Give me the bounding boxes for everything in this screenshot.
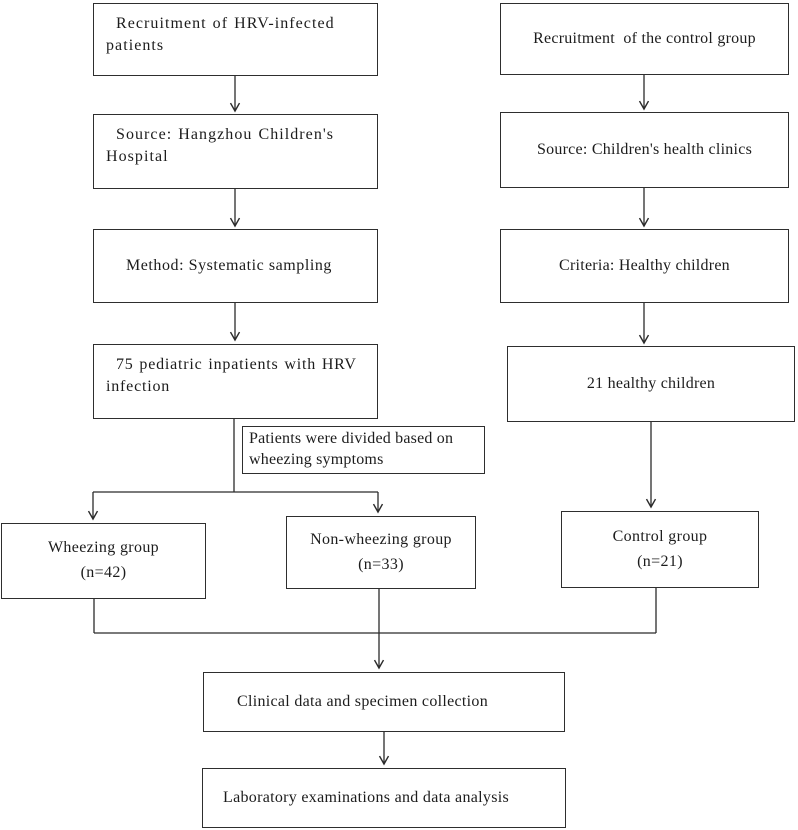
non-wheezing-group-label: Non-wheezing group (310, 530, 452, 548)
box-source-hangzhou-hospital: Source: Hangzhou Children's Hospital (93, 114, 378, 189)
wheezing-group-label: Wheezing group (47, 539, 160, 557)
box-recruitment-hrv-patients: Recruitment of HRV-infected patients (93, 3, 378, 76)
box-split-note: Patients were divided based on wheezing … (242, 426, 485, 474)
box-method-systematic-sampling: Method: Systematic sampling (93, 229, 378, 303)
box-non-wheezing-group: Non-wheezing group (n=33) (286, 516, 476, 589)
non-wheezing-group-n: (n=33) (358, 555, 404, 573)
box-recruitment-control-group: Recruitment of the control group (500, 3, 789, 75)
wheezing-group-n: (n=42) (80, 564, 127, 581)
box-control-group: Control group (n=21) (561, 511, 759, 588)
box-75-pediatric-inpatients: 75 pediatric inpatients with HRV infecti… (93, 344, 378, 419)
box-21-healthy-children: 21 healthy children (507, 346, 795, 422)
box-criteria-healthy-children: Criteria: Healthy children (500, 229, 789, 303)
box-clinical-data-collection: Clinical data and specimen collection (203, 672, 565, 732)
box-laboratory-examinations: Laboratory examinations and data analysi… (202, 768, 566, 828)
control-group-label: Control group (612, 527, 708, 545)
box-source-health-clinics: Source: Children's health clinics (500, 112, 789, 188)
control-group-n: (n=21) (637, 552, 683, 570)
box-wheezing-group: Wheezing group (n=42) (1, 523, 206, 599)
